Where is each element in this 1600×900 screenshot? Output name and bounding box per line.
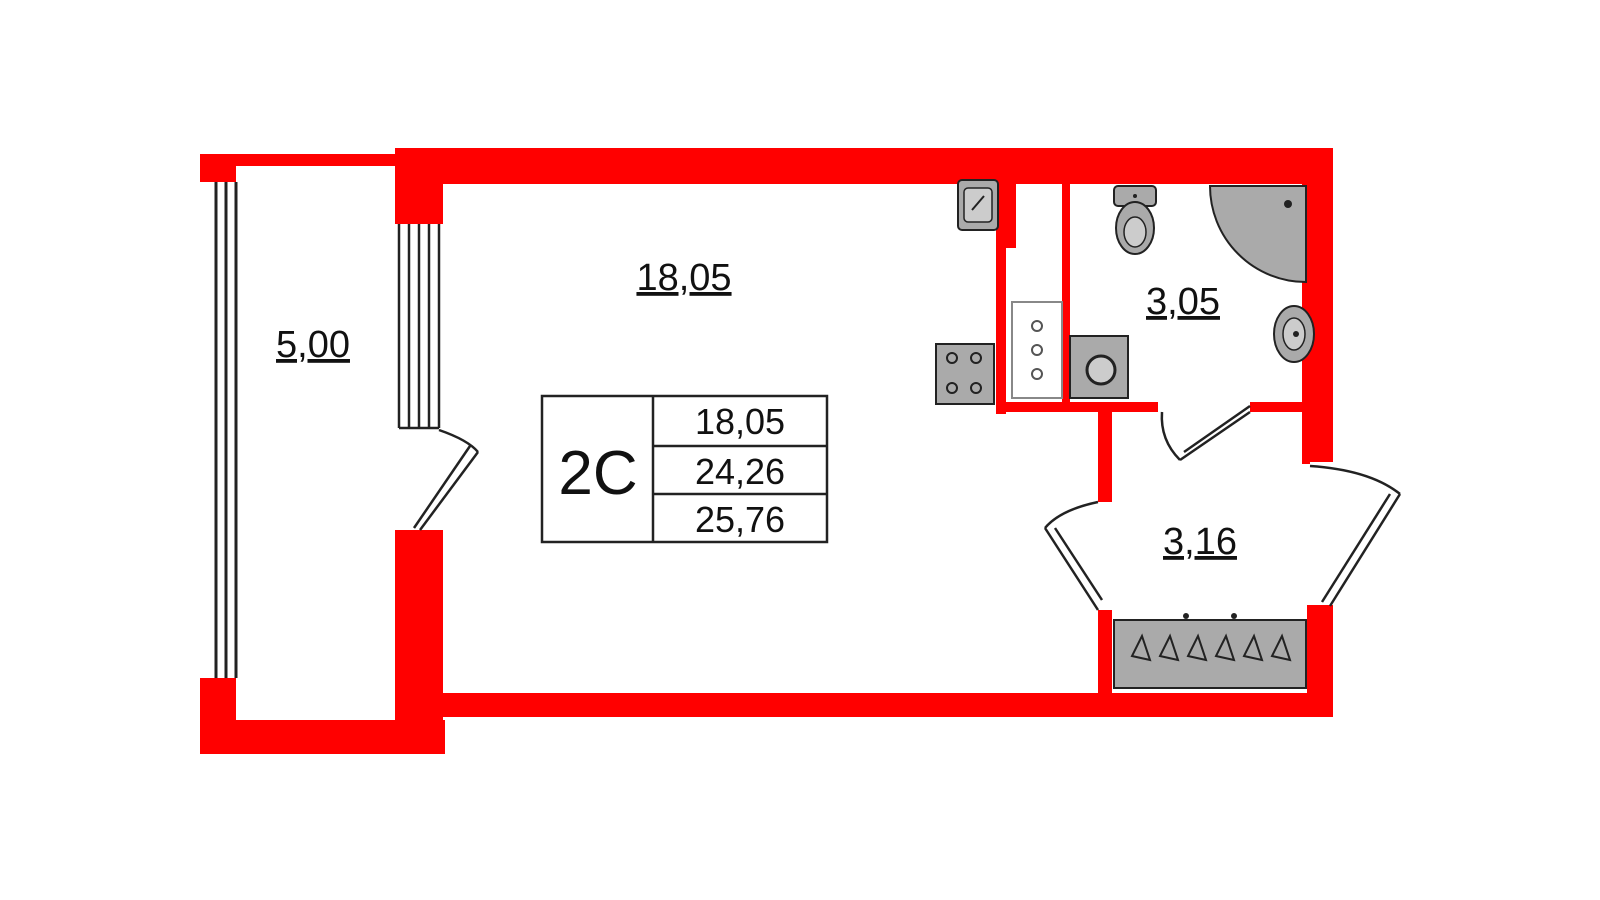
wall-kitchen-niche [996,148,1044,178]
stove-icon [935,343,995,405]
wall-kitchen-left [996,178,1006,414]
walls [200,148,1333,754]
wall-right-upper [1307,148,1333,462]
wall-balcony-bottom-left-post [200,678,236,754]
wall-bath-bottom-left [996,402,1158,412]
wall-bottom [395,693,1333,717]
hallway-area: 3,16 [1163,521,1237,563]
total-with-balcony-value: 25,76 [695,499,785,540]
wall-pier-bottom [395,530,443,754]
wall-balcony-top-left-post [200,154,236,182]
bathroom-door [1160,404,1251,462]
summary-table: 2С 18,05 24,26 25,76 [540,394,829,544]
balcony-door [412,428,480,531]
wall-bath-left [1062,184,1070,406]
wall-bath-bottom-right [1250,402,1310,412]
shower-icon [1208,185,1307,284]
living-room-area: 18,05 [636,257,731,299]
balcony-window [397,224,441,430]
wardrobe-icon [1113,613,1307,689]
wall-hall-left [1098,412,1112,502]
wall-top [395,148,1333,184]
living-area-value: 18,05 [695,401,785,442]
fridge-icon [1011,301,1063,399]
bathroom-area: 3,05 [1146,281,1220,323]
balcony-glazing [214,182,238,678]
total-area-value: 24,26 [695,451,785,492]
apartment-code: 2С [558,439,637,508]
balcony-area: 5,00 [276,324,350,366]
sink-icon [957,179,999,231]
wall-hall-left-lower [1098,610,1112,710]
washbasin-icon [1273,305,1315,363]
wall-pier-top [395,148,443,224]
washing-machine-icon [1069,335,1129,399]
toilet-icon [1113,185,1157,255]
wall-balcony-top [200,154,400,166]
hallway-openings [1043,464,1402,611]
